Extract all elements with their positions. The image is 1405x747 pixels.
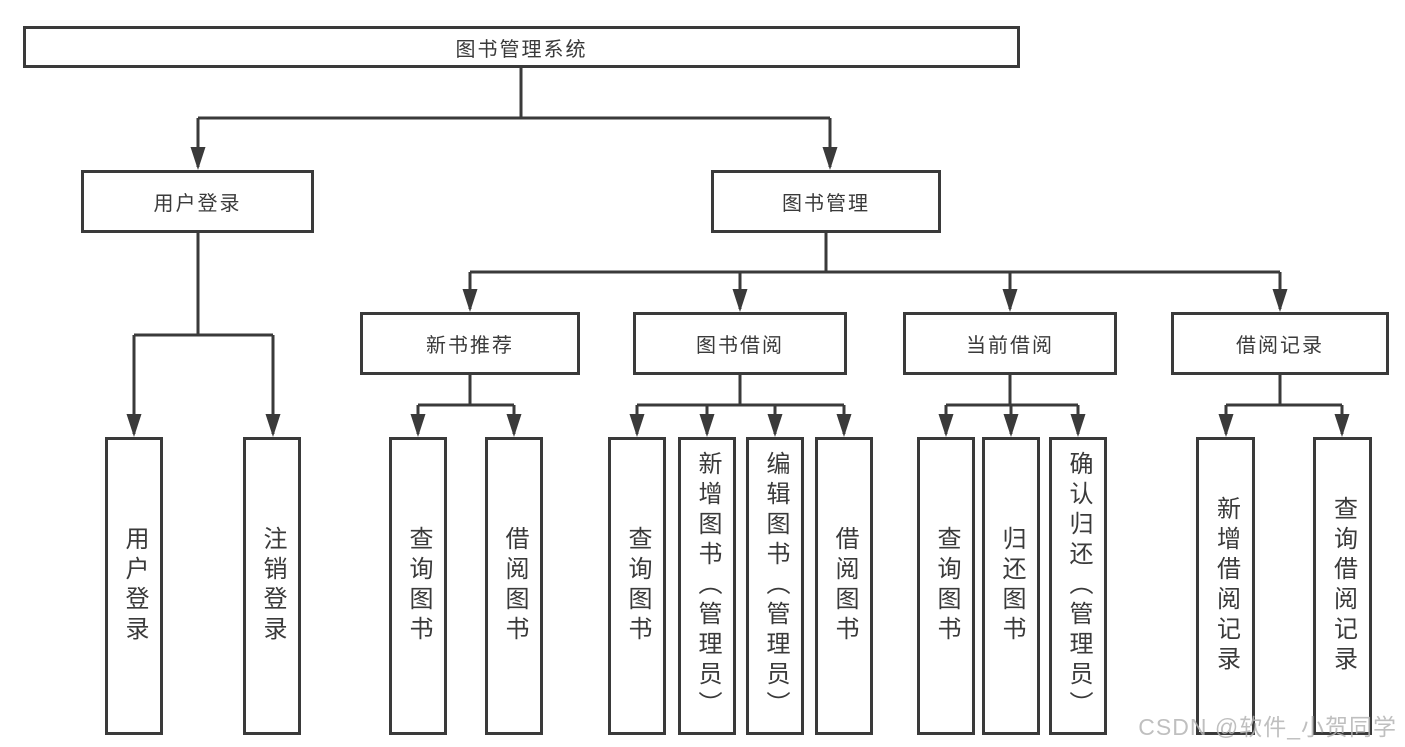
node-label: 编辑图书（管理员）: [762, 451, 789, 721]
node-leaf-query-borrow-record: 查询借阅记录: [1313, 437, 1372, 735]
node-leaf-query-books-3: 查询图书: [917, 437, 975, 735]
node-label: 用户登录: [121, 526, 148, 646]
node-label: 借阅图书: [831, 526, 858, 646]
node-leaf-user-login: 用户登录: [105, 437, 163, 735]
connector-book-borrowing-to-leaves: [629, 373, 852, 437]
node-label: 查询图书: [624, 526, 651, 646]
node-label: 查询图书: [405, 526, 432, 646]
node-leaf-query-books-2: 查询图书: [608, 437, 666, 735]
node-leaf-add-borrow-record: 新增借阅记录: [1196, 437, 1255, 735]
csdn-watermark: CSDN @软件_小贺同学: [1138, 714, 1397, 740]
node-label: 归还图书: [998, 526, 1025, 646]
connector-current-borrowing-to-leaves: [938, 373, 1086, 437]
node-leaf-edit-book-admin: 编辑图书（管理员）: [746, 437, 804, 735]
node-leaf-borrow-books-2: 借阅图书: [815, 437, 873, 735]
node-library-management-system: 图书管理系统: [23, 26, 1020, 68]
node-leaf-logout: 注销登录: [243, 437, 301, 735]
connector-root-to-level2: [190, 66, 838, 170]
node-user-login: 用户登录: [81, 170, 314, 233]
node-label: 注销登录: [259, 526, 286, 646]
connector-borrowing-records-to-leaves: [1218, 373, 1350, 437]
node-leaf-confirm-return-admin: 确认归还（管理员）: [1049, 437, 1107, 735]
node-new-book-recommendation: 新书推荐: [360, 312, 580, 375]
node-leaf-borrow-books-1: 借阅图书: [485, 437, 543, 735]
node-leaf-query-books-1: 查询图书: [389, 437, 447, 735]
node-current-borrowing: 当前借阅: [903, 312, 1117, 375]
node-book-borrowing: 图书借阅: [633, 312, 847, 375]
connector-new-book-to-leaves: [410, 373, 522, 437]
node-book-management: 图书管理: [711, 170, 941, 233]
node-label: 新增图书（管理员）: [694, 451, 721, 721]
node-leaf-add-book-admin: 新增图书（管理员）: [678, 437, 736, 735]
node-borrowing-records: 借阅记录: [1171, 312, 1389, 375]
connector-book-management-to-level3: [462, 231, 1288, 312]
node-label: 查询图书: [933, 526, 960, 646]
connector-user-login-to-leaves: [126, 231, 281, 437]
node-label: 借阅图书: [501, 526, 528, 646]
node-label: 新增借阅记录: [1212, 496, 1240, 676]
node-label: 确认归还（管理员）: [1065, 451, 1092, 721]
node-label: 查询借阅记录: [1329, 496, 1357, 676]
node-leaf-return-book: 归还图书: [982, 437, 1040, 735]
